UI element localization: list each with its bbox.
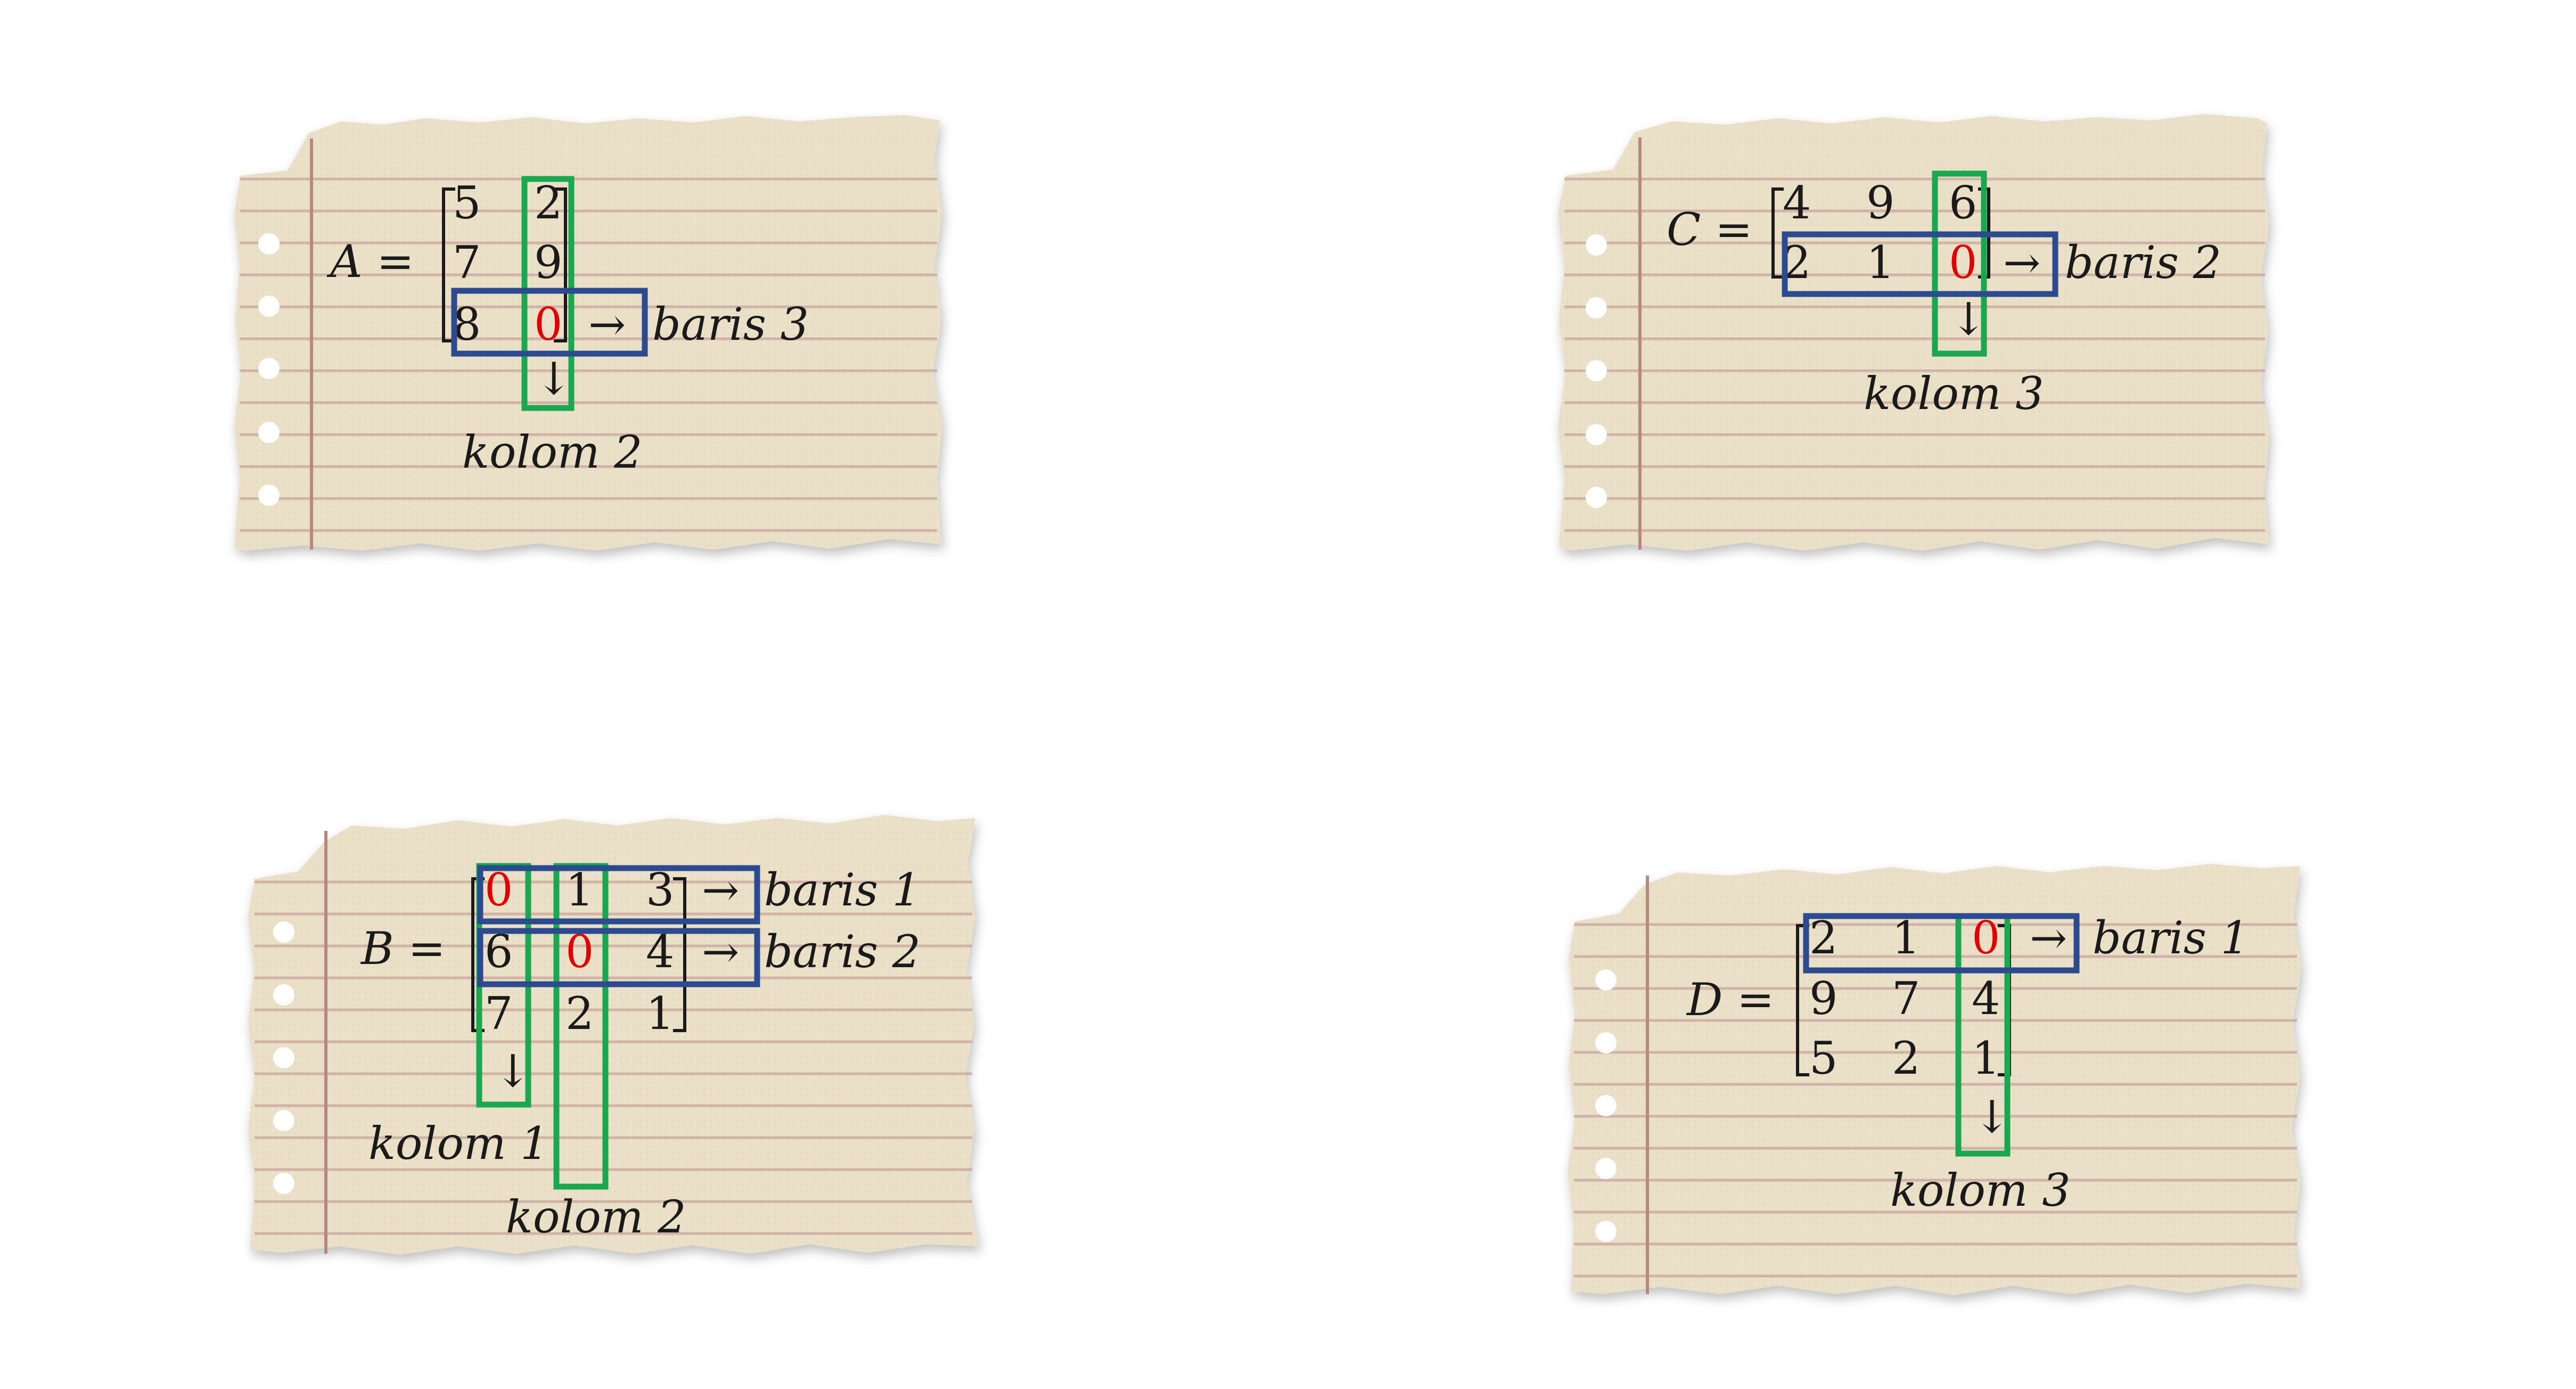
zero-element-b: 0 xyxy=(565,926,594,978)
ruled-lines-c xyxy=(1564,177,2265,532)
right-arrow-icon: → xyxy=(2003,236,2040,289)
right-arrow-icon: → xyxy=(588,298,626,350)
matrix-b-cell: 4 xyxy=(646,926,674,978)
zero-element-d: 0 xyxy=(1972,912,2000,964)
row-highlight-c xyxy=(1782,231,2058,297)
matrix-d-cell: 5 xyxy=(1809,1032,1837,1084)
down-arrow-icon: ↓ xyxy=(1973,1091,2011,1143)
matrix-c-cell: 6 xyxy=(1949,177,1977,229)
row-label-b2: baris 2 xyxy=(764,926,921,978)
row-highlight-b2 xyxy=(477,928,760,987)
note-paper-a xyxy=(234,115,942,551)
matrix-a: A = 5 2 7 9 8 0 → baris 3 ↓ kolom 2 xyxy=(326,176,809,478)
matrix-a-cell: 2 xyxy=(534,177,562,229)
column-label-a: kolom 2 xyxy=(462,426,643,478)
down-arrow-icon: ↓ xyxy=(1950,293,1987,345)
note-paper-c xyxy=(1558,114,2269,551)
matrix-b: B = 0 1 3 6 0 4 7 2 1 → baris 1 → baris … xyxy=(360,863,921,1243)
matrix-a-cell: 5 xyxy=(453,177,481,229)
row-label-a: baris 3 xyxy=(652,298,809,350)
column-label-b2: kolom 2 xyxy=(506,1191,686,1243)
matrix-c-cell: 1 xyxy=(1866,236,1894,289)
matrix-d-cell: 2 xyxy=(1892,1032,1920,1084)
binder-holes-c xyxy=(1586,234,1607,508)
ruled-lines-b xyxy=(255,880,972,1235)
column-label-c: kolom 3 xyxy=(1864,367,2044,420)
right-bracket-b xyxy=(673,877,686,1032)
binder-holes-a xyxy=(258,233,280,506)
matrix-b-cell: 1 xyxy=(565,864,594,916)
matrix-d-cell: 2 xyxy=(1809,912,1837,964)
matrix-name-c: C = xyxy=(1667,203,1752,256)
matrix-d-cell: 1 xyxy=(1892,912,1920,964)
matrix-name-d: D = xyxy=(1686,974,1774,1026)
right-arrow-icon: → xyxy=(702,864,739,916)
column-highlight-c xyxy=(1932,170,1987,357)
binder-holes-b xyxy=(273,921,294,1194)
down-arrow-icon: ↓ xyxy=(535,353,572,405)
matrix-a-cell: 7 xyxy=(453,236,481,289)
right-arrow-icon: → xyxy=(702,926,739,978)
matrix-d-cell: 1 xyxy=(1972,1032,2000,1084)
zero-element-b: 0 xyxy=(485,864,513,916)
note-paper-d xyxy=(1568,864,2301,1295)
row-highlight-d xyxy=(1803,913,2080,974)
left-bracket-a xyxy=(442,187,455,342)
matrix-name-a: A = xyxy=(326,235,414,288)
matrix-c-cell: 9 xyxy=(1866,177,1894,229)
right-arrow-icon: → xyxy=(2030,912,2067,964)
matrix-b-cell: 6 xyxy=(485,926,513,978)
matrix-name-b: B = xyxy=(360,922,446,975)
row-label-c: baris 2 xyxy=(2065,236,2221,289)
matrix-b-cell: 3 xyxy=(646,864,674,916)
matrix-d-cell: 7 xyxy=(1892,973,1920,1025)
right-bracket-a xyxy=(554,187,567,342)
zero-element-a: 0 xyxy=(534,298,562,350)
note-paper-b xyxy=(248,815,980,1255)
matrix-b-cell: 7 xyxy=(485,987,513,1040)
matrix-b-cell: 2 xyxy=(565,987,594,1040)
matrix-a-cell: 8 xyxy=(453,298,481,350)
row-label-b1: baris 1 xyxy=(764,864,921,916)
row-label-d: baris 1 xyxy=(2093,912,2249,964)
matrix-d-cell: 9 xyxy=(1809,973,1837,1025)
down-arrow-icon: ↓ xyxy=(494,1045,531,1097)
ruled-lines-d xyxy=(1574,923,2297,1278)
ruled-lines-a xyxy=(240,177,937,532)
matrix-c: C = 4 9 6 2 1 0 → baris 2 ↓ kolom 3 xyxy=(1667,170,2221,420)
row-highlight-b1 xyxy=(477,865,760,925)
binder-holes-d xyxy=(1595,969,1617,1242)
zero-element-c: 0 xyxy=(1949,236,1977,289)
row-highlight-a xyxy=(451,288,648,357)
matrix-d: D = 2 1 0 9 7 4 5 2 1 → baris 1 ↓ kolom … xyxy=(1686,912,2249,1216)
matrix-b-cell: 1 xyxy=(646,987,674,1040)
matrix-d-cell: 4 xyxy=(1972,973,2000,1025)
column-label-b1: kolom 1 xyxy=(368,1117,549,1170)
left-bracket-c xyxy=(1771,187,1784,279)
matrix-c-cell: 4 xyxy=(1783,177,1811,229)
matrix-a-cell: 9 xyxy=(534,236,562,289)
column-label-d: kolom 3 xyxy=(1890,1164,2071,1216)
